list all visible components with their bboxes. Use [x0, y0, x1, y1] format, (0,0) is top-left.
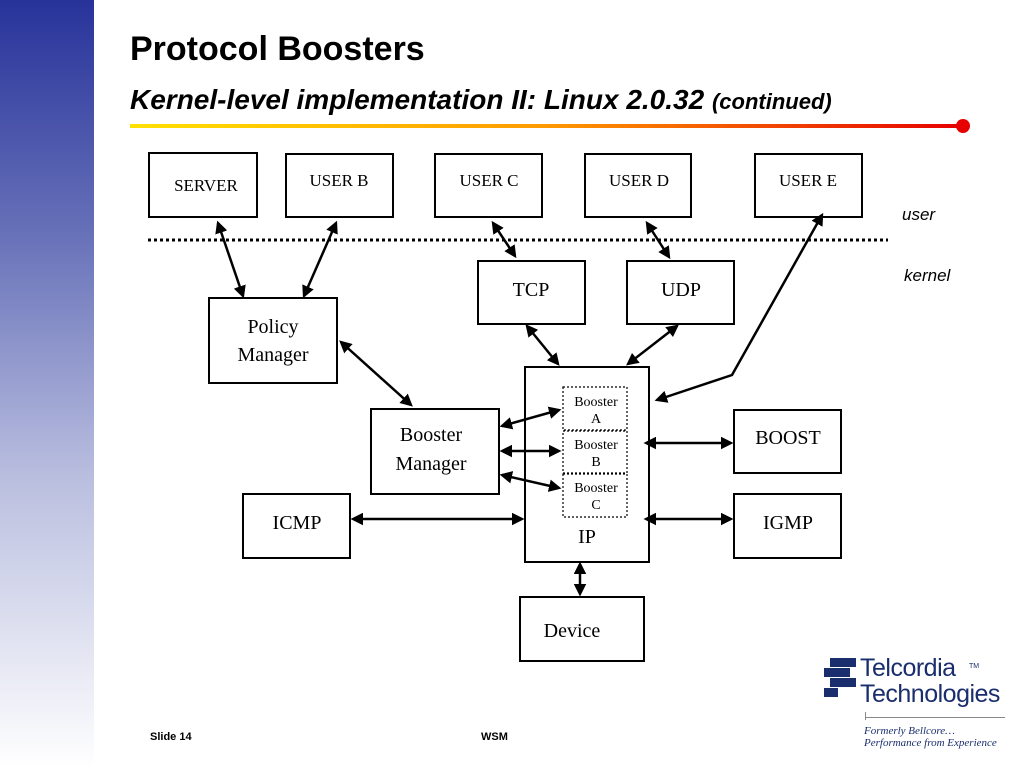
footer-slide-number: Slide 14 [150, 731, 192, 743]
boost-box [733, 409, 842, 474]
booster-b-label-line1: Booster [574, 438, 618, 453]
footer-center-label: WSM [481, 731, 508, 743]
igmp-box [733, 493, 842, 559]
user-c-label: USER C [459, 171, 518, 190]
arrow-usere-ip [654, 212, 824, 403]
booster-a-box [562, 386, 628, 431]
booster-manager-label-line1: Booster [400, 424, 463, 446]
ip-label: IP [578, 526, 596, 548]
booster-c-box [562, 473, 628, 518]
arrow-udp-ip [626, 324, 679, 366]
booster-b-label-line2: B [591, 455, 600, 470]
device-label: Device [544, 620, 601, 642]
user-d-box [584, 153, 692, 218]
user-d-label: USER D [609, 171, 669, 190]
title-underline-dot [956, 119, 970, 133]
device-box [519, 596, 645, 662]
kernel-layer-label: kernel [904, 266, 952, 285]
telcordia-mark-icon [824, 658, 856, 697]
subtitle-main: Kernel-level implementation II: Linux 2.… [130, 84, 705, 115]
telcordia-logo: Telcordia TM Technologies Formerly Bellc… [820, 654, 1010, 754]
user-c-box [434, 153, 543, 218]
igmp-label: IGMP [763, 512, 813, 534]
icmp-label: ICMP [273, 512, 322, 534]
title-underline [130, 124, 960, 128]
tcp-box [477, 260, 586, 325]
slide-subtitle: Kernel-level implementation II: Linux 2.… [130, 84, 832, 116]
user-b-label: USER B [309, 171, 368, 190]
booster-c-label-line1: Booster [574, 481, 618, 496]
boost-label: BOOST [755, 427, 821, 449]
server-box [148, 152, 258, 218]
logo-name-line2: Technologies [860, 680, 1000, 708]
server-label: SERVER [174, 176, 238, 195]
arrow-server-policy [215, 220, 246, 299]
logo-tagline-2: Performance from Experience [864, 737, 997, 749]
logo-trademark: TM [969, 663, 980, 670]
logo-name-line1: Telcordia [860, 654, 956, 682]
slide-title: Protocol Boosters [130, 30, 425, 68]
logo-rule-tick [865, 712, 866, 720]
arrow-policy-booster-manager [339, 340, 413, 407]
logo-tagline-1: Formerly Bellcore… [864, 725, 955, 737]
user-e-box [754, 153, 863, 218]
booster-c-label-line2: C [591, 498, 600, 513]
policy-manager-label-line1: Policy [247, 316, 298, 338]
booster-manager-box [370, 408, 500, 495]
tcp-label: TCP [513, 279, 550, 301]
udp-label: UDP [661, 279, 701, 301]
policy-manager-box [208, 297, 338, 384]
arrow-userb-policy [302, 220, 338, 299]
icmp-box [242, 493, 351, 559]
user-b-box [285, 153, 394, 218]
booster-a-label-line2: A [591, 412, 602, 427]
user-layer-label: user [902, 205, 936, 224]
policy-manager-label-line2: Manager [237, 344, 308, 366]
arrow-bm-booster-c [499, 471, 562, 492]
arrow-userc-tcp [491, 220, 517, 259]
arrow-tcp-ip [525, 324, 560, 366]
user-e-label: USER E [779, 171, 837, 190]
booster-a-label-line1: Booster [574, 395, 618, 410]
logo-rule [865, 717, 1005, 718]
booster-manager-label-line2: Manager [395, 453, 466, 475]
sidebar-gradient [0, 0, 94, 768]
subtitle-suffix: (continued) [711, 89, 832, 114]
arrow-bm-booster-a [499, 406, 562, 430]
booster-b-box [562, 430, 628, 474]
